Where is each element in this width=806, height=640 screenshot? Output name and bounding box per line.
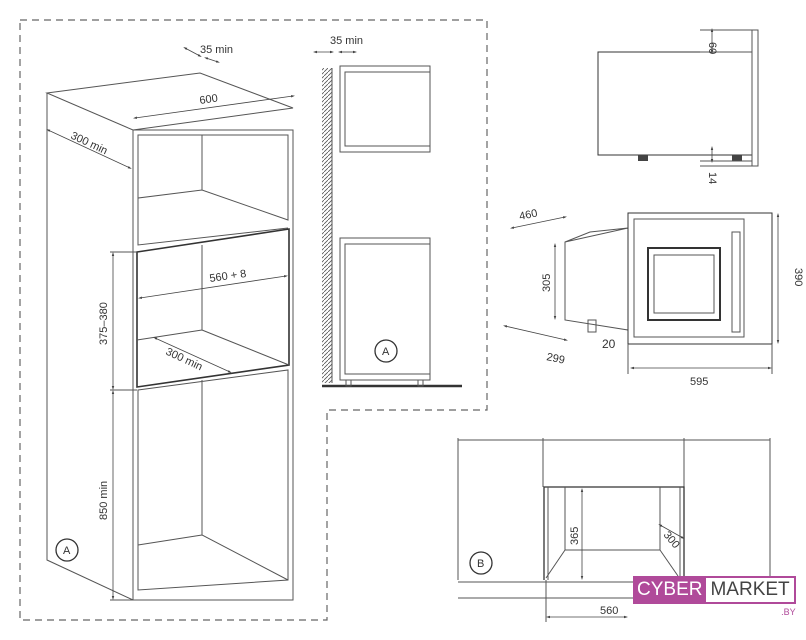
cabinet-iso xyxy=(45,72,294,601)
dim-width: 600 xyxy=(199,93,219,107)
dim-depth-460: 460 xyxy=(518,207,538,223)
dim-opening-depth: 300 min xyxy=(164,346,205,373)
dim-top-gap: 60 xyxy=(706,42,718,54)
dim-body-height: 305 xyxy=(541,274,553,292)
dim-total-width: 595 xyxy=(690,376,708,388)
dim-side-gap: 35 min xyxy=(330,35,363,47)
dim-frame-offset: 20 xyxy=(602,337,616,351)
logo-part1: CYBER xyxy=(633,576,707,604)
dim-opening-width: 560 + 8 xyxy=(209,268,247,285)
label-b: B xyxy=(477,558,484,570)
dim-depth: 300 min xyxy=(69,130,110,157)
dim-gap-top: 35 min xyxy=(200,44,233,56)
dim-body-depth: 299 xyxy=(545,351,565,367)
dim-opening-height: 375–380 xyxy=(98,302,110,345)
logo-part2: MARKET xyxy=(706,576,796,604)
dim-bottom-gap: 14 xyxy=(706,172,718,184)
dim-b-height: 365 xyxy=(569,527,581,545)
dim-b-depth: 300 xyxy=(661,529,682,551)
drawing-b xyxy=(457,438,771,622)
microwave-iso xyxy=(503,212,780,374)
microwave-side xyxy=(597,28,759,167)
dim-total-height: 390 xyxy=(792,268,804,286)
dim-floor-height: 850 min xyxy=(98,481,110,520)
frame-a xyxy=(19,19,488,621)
label-a-iso: A xyxy=(63,545,71,557)
label-a-side: A xyxy=(382,346,390,358)
cybermarket-logo: CYBER MARKET .BY xyxy=(633,576,796,617)
dim-b-width: 560 xyxy=(600,605,618,617)
wall-hatch xyxy=(322,68,332,383)
logo-suffix: .BY xyxy=(781,607,796,617)
